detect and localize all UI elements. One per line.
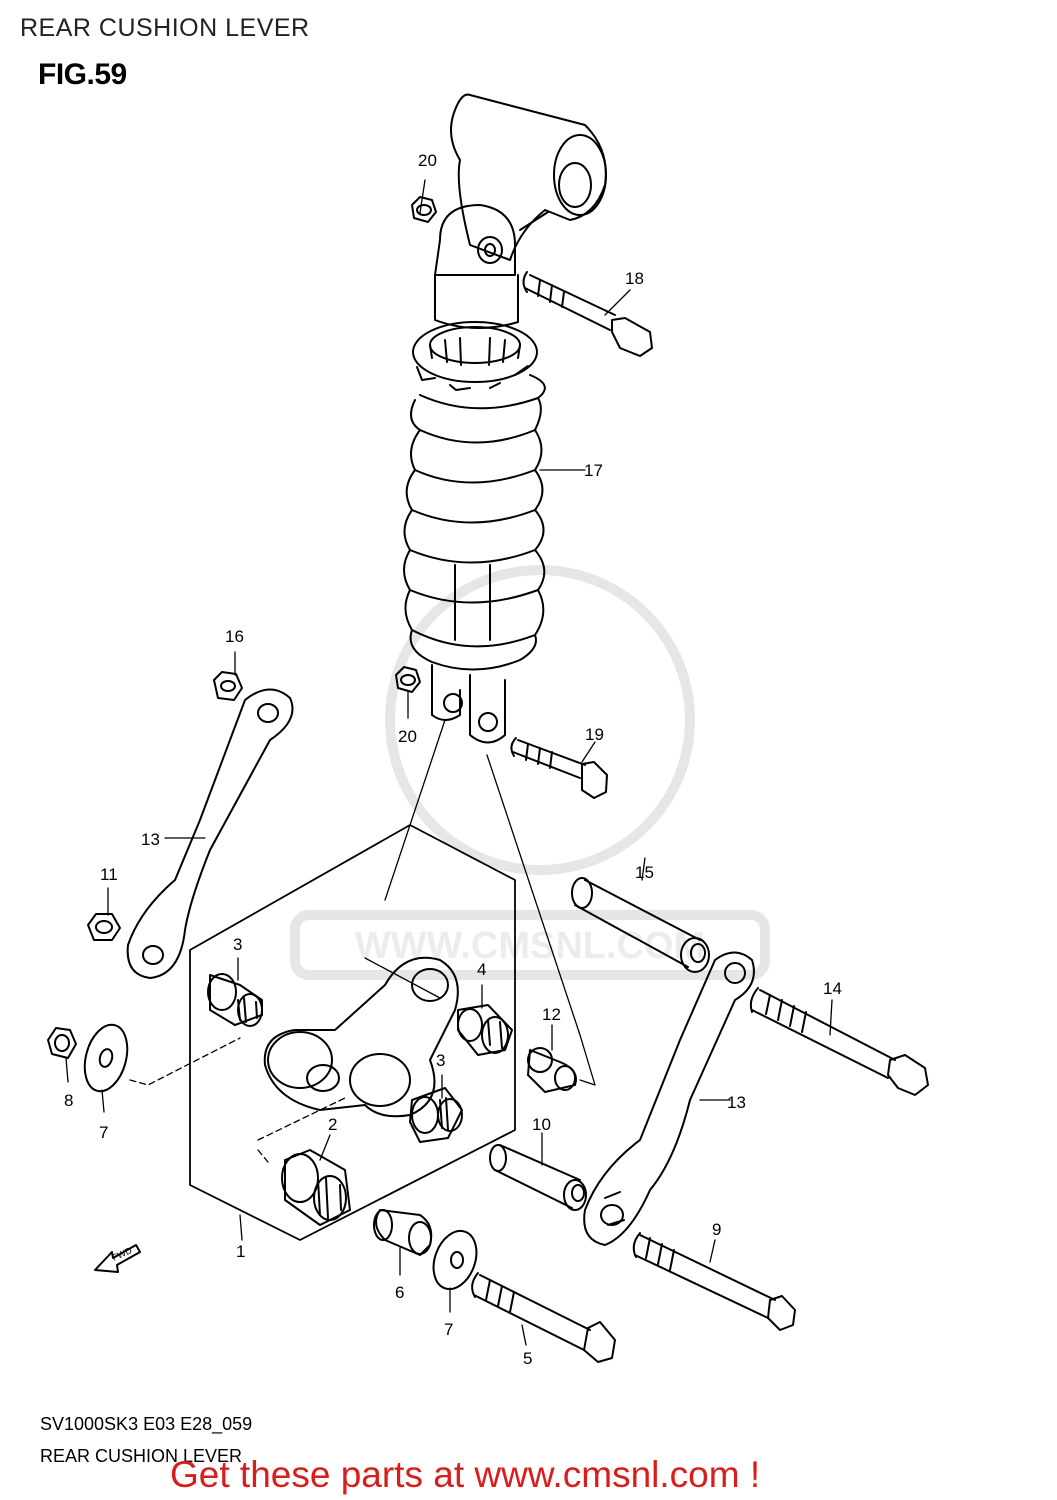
callout-16: 16 <box>225 627 244 646</box>
callout-12: 12 <box>542 1005 561 1024</box>
callout-2: 2 <box>328 1115 337 1134</box>
nut-20-top <box>411 196 437 223</box>
callout-13-right: 13 <box>727 1093 746 1112</box>
forward-arrow-icon <box>94 1244 141 1273</box>
spacer-10 <box>489 1144 587 1211</box>
callout-17: 17 <box>584 461 603 480</box>
watermark-text: WWW.CMSNL.COM <box>355 925 705 967</box>
callout-4: 4 <box>477 960 486 979</box>
bolt-18 <box>522 271 653 357</box>
spacer-15 <box>571 877 710 973</box>
bolt-14 <box>749 987 929 1096</box>
nut-8 <box>47 1027 77 1059</box>
callout-18: 18 <box>625 269 644 288</box>
diagram-code: SV1000SK3 E03 E28_059 <box>40 1414 253 1434</box>
callout-7-left: 7 <box>99 1123 108 1142</box>
spacer-12 <box>527 1047 577 1093</box>
bolt-9 <box>632 1232 796 1331</box>
cushion-lever <box>263 956 459 1118</box>
callout-19: 19 <box>585 725 604 744</box>
watermark-logo <box>290 565 770 980</box>
callout-10: 10 <box>532 1115 551 1134</box>
nut-16 <box>213 671 243 701</box>
rear-shock-absorber <box>403 93 607 744</box>
lever-assembly-outline <box>189 824 516 1241</box>
callout-3-bottom: 3 <box>436 1051 445 1070</box>
callout-20-top: 20 <box>418 151 437 170</box>
nut-11 <box>87 913 121 941</box>
callout-7-bottom: 7 <box>444 1320 453 1339</box>
callout-6: 6 <box>395 1283 404 1302</box>
figure-label: FIG.59 <box>38 58 127 91</box>
nut-20-lower <box>395 666 421 693</box>
callout-9: 9 <box>712 1220 721 1239</box>
cushion-rod-13-left <box>126 688 294 979</box>
callout-11: 11 <box>100 865 118 884</box>
bolt-5 <box>471 1272 616 1363</box>
cushion-rod-13-right <box>583 951 755 1246</box>
bolt-19 <box>510 737 608 799</box>
diagram-title: REAR CUSHION LEVER <box>40 1446 243 1466</box>
callout-13-left: 13 <box>141 830 160 849</box>
callout-15: 15 <box>635 863 654 882</box>
callout-8: 8 <box>64 1091 73 1110</box>
bearing-3-top <box>207 973 263 1027</box>
callout-3-top: 3 <box>233 935 242 954</box>
bearing-2 <box>281 1149 351 1226</box>
washer-7-bottom <box>432 1229 478 1291</box>
spacer-6 <box>373 1209 433 1256</box>
callout-1: 1 <box>236 1242 245 1261</box>
callout-5: 5 <box>523 1349 532 1368</box>
washer-7-left <box>83 1023 129 1093</box>
bearing-4 <box>457 1004 513 1056</box>
page-heading: REAR CUSHION LEVER <box>20 14 310 42</box>
callout-20-lower: 20 <box>398 727 417 746</box>
get-parts-link[interactable]: Get these parts at www.cmsnl.com ! <box>170 1454 761 1495</box>
bearing-3-bottom <box>409 1087 463 1143</box>
callout-14: 14 <box>823 979 842 998</box>
